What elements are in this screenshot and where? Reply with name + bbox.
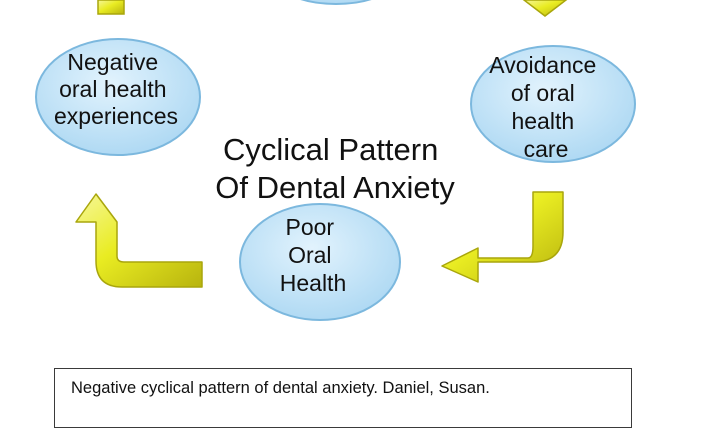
node-negative-experiences-label: Negative oral health experiences xyxy=(54,49,178,129)
caption-box: Negative cyclical pattern of dental anxi… xyxy=(54,368,632,428)
left-cycle-arrow xyxy=(75,193,203,288)
top-node-partial xyxy=(300,0,372,5)
top-right-arrow-partial xyxy=(522,0,568,17)
caption-text: Negative cyclical pattern of dental anxi… xyxy=(71,379,490,397)
node-negative-experiences: Negative oral health experiences xyxy=(35,38,201,156)
node-avoidance: Avoidance of oral health care xyxy=(470,45,636,163)
top-left-arrow-partial xyxy=(97,0,125,15)
node-avoidance-label: Avoidance of oral health care xyxy=(489,52,602,162)
right-cycle-arrow xyxy=(441,191,564,283)
node-poor-health: Poor Oral Health xyxy=(239,203,401,321)
dental-anxiety-cycle-diagram: Negative oral health experiences Avoidan… xyxy=(35,0,636,321)
diagram-title: Cyclical Pattern Of Dental Anxiety xyxy=(215,132,455,205)
node-poor-health-label: Poor Oral Health xyxy=(280,214,346,296)
